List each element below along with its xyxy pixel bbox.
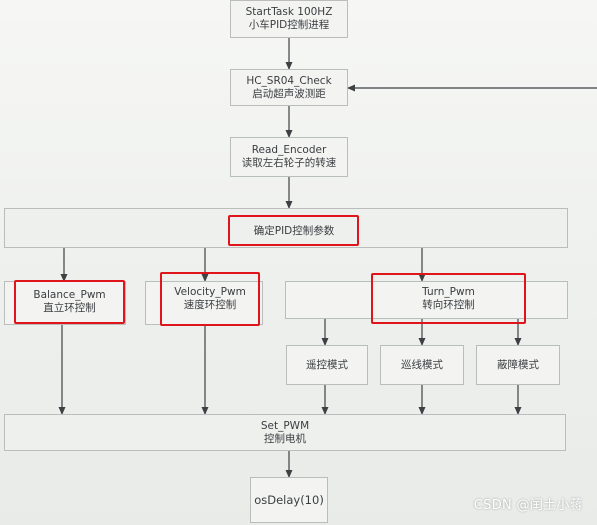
pid-params-label-wrap: 确定PID控制参数 bbox=[229, 216, 359, 246]
hc-sr04-node: HC_SR04_Check 启动超声波测距 bbox=[230, 69, 348, 106]
velocity-pwm-highlight bbox=[160, 272, 260, 326]
read-encoder-node: Read_Encoder 读取左右轮子的转速 bbox=[230, 137, 348, 177]
velocity-pwm-title: Velocity_Pwm bbox=[174, 286, 246, 298]
turn-pwm-node bbox=[285, 281, 568, 319]
balance-pwm-highlight bbox=[14, 280, 125, 324]
set-pwm-title: Set_PWM bbox=[260, 419, 310, 432]
start-task-title: StartTask 100HZ bbox=[245, 6, 333, 18]
remote-mode-title: 遥控模式 bbox=[306, 358, 348, 371]
start-task-subtitle: 小车PID控制进程 bbox=[248, 19, 330, 31]
watermark-text: CSDN @闰土小蒋 bbox=[473, 498, 583, 513]
turn-pwm-subtitle: 转向环控制 bbox=[422, 298, 475, 311]
read-encoder-subtitle: 读取左右轮子的转速 bbox=[241, 157, 337, 169]
hc-sr04-title: HC_SR04_Check bbox=[246, 74, 332, 87]
set-pwm-subtitle: 控制电机 bbox=[264, 432, 306, 445]
read-encoder-title: Read_Encoder bbox=[251, 144, 327, 156]
avoid-mode-title: 蔽障模式 bbox=[497, 358, 539, 371]
set-pwm-node: Set_PWM 控制电机 bbox=[4, 414, 566, 451]
line-mode-node: 巡线模式 bbox=[380, 345, 464, 385]
hc-sr04-subtitle: 启动超声波测距 bbox=[252, 87, 326, 100]
avoid-mode-node: 蔽障模式 bbox=[476, 345, 560, 385]
os-delay-node: osDelay(10) bbox=[250, 477, 328, 523]
balance-pwm-subtitle: 直立环控制 bbox=[43, 302, 96, 314]
start-task-node: StartTask 100HZ 小车PID控制进程 bbox=[230, 0, 348, 38]
velocity-pwm-subtitle: 速度环控制 bbox=[183, 299, 237, 311]
balance-pwm-node bbox=[4, 281, 126, 325]
line-mode-title: 巡线模式 bbox=[401, 358, 443, 371]
turn-pwm-label-wrap: Turn_Pwm 转向环控制 bbox=[371, 273, 526, 324]
pid-params-title: 确定PID控制参数 bbox=[253, 224, 335, 237]
pid-params-highlight bbox=[228, 215, 359, 246]
turn-pwm-title: Turn_Pwm bbox=[422, 285, 475, 298]
pid-params-node bbox=[4, 208, 568, 248]
balance-pwm-label-wrap: Balance_Pwm 直立环控制 bbox=[14, 280, 125, 324]
turn-pwm-highlight bbox=[371, 273, 526, 324]
balance-pwm-title: Balance_Pwm bbox=[33, 289, 106, 301]
os-delay-title: osDelay(10) bbox=[254, 492, 324, 507]
velocity-pwm-label-wrap: Velocity_Pwm 速度环控制 bbox=[160, 272, 260, 326]
remote-mode-node: 遥控模式 bbox=[286, 345, 368, 385]
